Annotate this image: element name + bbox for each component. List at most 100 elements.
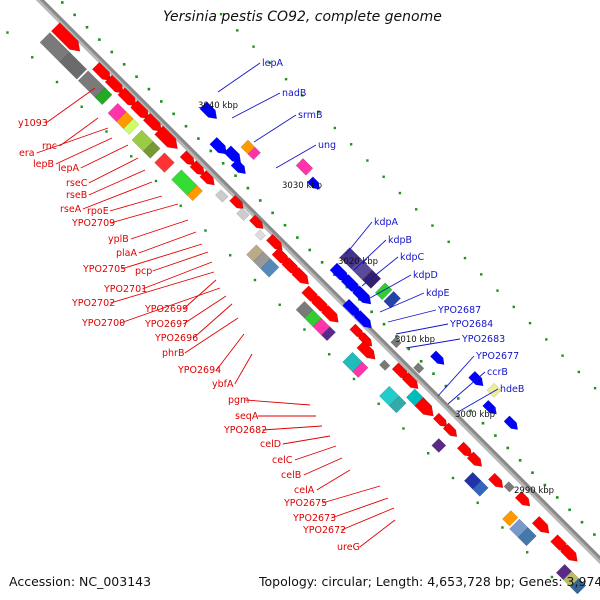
scale-label: 3030 kbp bbox=[282, 181, 322, 191]
gene-feature bbox=[215, 189, 229, 203]
tick-mark bbox=[296, 236, 299, 239]
leader-line bbox=[303, 457, 343, 476]
gene-feature bbox=[260, 258, 280, 278]
leader-line bbox=[262, 425, 323, 431]
leader-line bbox=[322, 485, 381, 504]
gene-feature bbox=[247, 146, 261, 161]
tick-mark bbox=[414, 208, 418, 211]
gene-label-rseA: rseA bbox=[60, 204, 82, 215]
gene-label-YPO2687: YPO2687 bbox=[437, 305, 481, 316]
tick-mark bbox=[501, 526, 504, 529]
gene-label-kdpA: kdpA bbox=[374, 217, 399, 228]
tick-mark bbox=[451, 476, 455, 480]
gene-feature bbox=[104, 74, 124, 94]
gene-label-ureG: ureG bbox=[337, 542, 360, 553]
gene-feature bbox=[59, 51, 88, 80]
tick-mark bbox=[122, 63, 126, 66]
leader-line bbox=[395, 323, 449, 335]
tick-mark bbox=[506, 446, 510, 450]
tick-mark bbox=[398, 191, 402, 195]
gene-feature bbox=[482, 399, 497, 415]
tick-mark bbox=[130, 155, 133, 158]
scale-label: 3010 kbp bbox=[395, 335, 435, 345]
tick-mark bbox=[352, 377, 356, 381]
tick-mark bbox=[197, 137, 200, 140]
tick-mark bbox=[382, 175, 385, 178]
leader-line bbox=[245, 399, 311, 406]
leader-line bbox=[253, 114, 297, 143]
leader-line bbox=[345, 221, 373, 255]
gene-label-YPO2672: YPO2672 bbox=[302, 525, 346, 536]
gene-label-kdpC: kdpC bbox=[400, 252, 425, 263]
tick-mark bbox=[545, 338, 548, 341]
gene-label-YPO2697: YPO2697 bbox=[144, 319, 188, 330]
leader-line bbox=[80, 144, 129, 169]
leader-line bbox=[183, 295, 227, 325]
gene-feature bbox=[379, 359, 391, 371]
gene-feature bbox=[230, 158, 246, 175]
gene-feature bbox=[306, 176, 321, 190]
leader-line bbox=[361, 256, 399, 287]
gene-feature bbox=[77, 70, 107, 100]
gene-feature bbox=[353, 310, 372, 329]
gene-feature bbox=[442, 422, 458, 438]
gene-label-srmB: srmB bbox=[298, 110, 322, 121]
gene-label-rseB: rseB bbox=[66, 190, 87, 201]
tick-mark bbox=[456, 397, 460, 400]
gene-feature bbox=[503, 481, 515, 493]
tick-mark bbox=[278, 303, 281, 306]
gene-feature bbox=[472, 480, 489, 497]
leader-line bbox=[353, 239, 387, 271]
gene-feature bbox=[123, 118, 140, 135]
leader-line bbox=[152, 251, 209, 272]
leader-line bbox=[88, 157, 139, 184]
tick-mark bbox=[494, 434, 497, 437]
tick-mark bbox=[320, 261, 324, 264]
leader-line bbox=[138, 231, 197, 254]
leader-line bbox=[82, 181, 153, 210]
tick-mark bbox=[328, 353, 331, 356]
gene-feature bbox=[209, 136, 228, 155]
gene-feature bbox=[142, 112, 162, 132]
gene-label-celD: celD bbox=[260, 439, 281, 450]
gene-label-YPO2677: YPO2677 bbox=[475, 351, 519, 362]
tick-mark bbox=[525, 551, 529, 554]
tick-mark bbox=[528, 321, 532, 325]
tick-mark bbox=[317, 110, 320, 113]
tick-mark bbox=[246, 186, 250, 190]
tick-mark bbox=[447, 240, 450, 244]
gene-label-rseC: rseC bbox=[66, 178, 88, 189]
gene-label-era: era bbox=[19, 148, 35, 159]
leader-line bbox=[316, 469, 351, 491]
tick-mark bbox=[402, 427, 405, 430]
gene-feature bbox=[431, 438, 447, 453]
gene-label-celB: celB bbox=[281, 470, 301, 481]
scale-label: 3040 kbp bbox=[198, 101, 238, 111]
leader-line bbox=[88, 169, 146, 196]
gene-feature bbox=[352, 361, 369, 378]
gene-label-pcp: pcp bbox=[135, 266, 152, 277]
tick-mark bbox=[555, 496, 559, 499]
gene-feature bbox=[569, 578, 587, 595]
leader-line bbox=[369, 274, 412, 299]
gene-feature bbox=[154, 125, 178, 150]
gene-feature bbox=[117, 87, 137, 107]
tick-mark bbox=[349, 143, 353, 146]
accession-text: Accession: NC_003143 bbox=[9, 574, 152, 589]
tick-mark bbox=[234, 174, 237, 178]
gene-label-ccrB: ccrB bbox=[487, 367, 508, 378]
tick-mark bbox=[110, 50, 114, 54]
gene-label-ybfA: ybfA bbox=[212, 379, 234, 390]
leader-line bbox=[217, 62, 261, 93]
gene-label-YPO2694: YPO2694 bbox=[177, 365, 221, 376]
tick-mark bbox=[481, 421, 485, 425]
gene-feature bbox=[154, 152, 175, 173]
gene-feature bbox=[503, 415, 519, 430]
tick-mark bbox=[333, 273, 336, 277]
leader-line bbox=[183, 279, 217, 310]
gene-feature bbox=[356, 340, 376, 360]
gene-label-celA: celA bbox=[294, 485, 315, 496]
leader-line bbox=[231, 92, 281, 119]
gene-feature bbox=[388, 395, 407, 414]
